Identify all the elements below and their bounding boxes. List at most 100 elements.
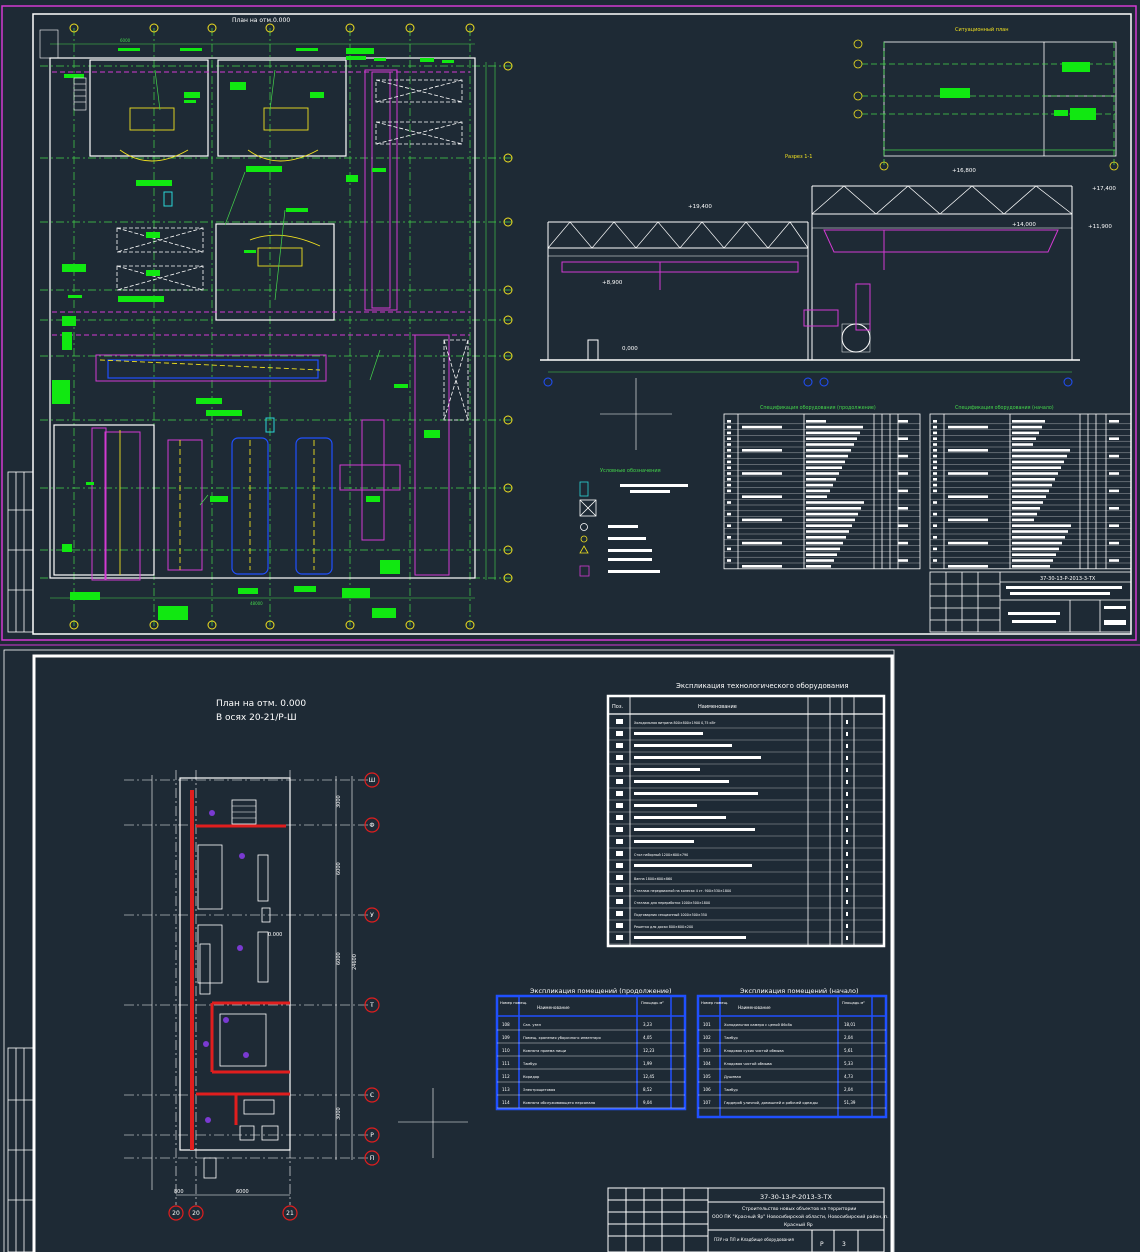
legend-title: Условные обозначения [600,468,661,474]
spec-row-text [806,483,833,487]
equip-row-name: Холодильная витрина 800×800×1900 0,75 кВ… [634,721,716,725]
dim-3000-bottom: 3000 [336,1107,342,1120]
spec-row-marker [727,454,731,458]
dim-800: 800 [174,1189,184,1195]
spec-row-code [742,472,782,475]
cont-header-num: Номер помещ. [500,1001,527,1005]
spec-row-qty [1109,507,1119,510]
plan-grid-lines [40,28,512,626]
plan-axis-bubbles [69,23,513,630]
spec-row-qty [1109,524,1119,527]
spec-row-text [806,460,845,464]
axis-label-20b: 20 [192,1210,200,1217]
dim-6000-bottom: 6000 [236,1189,249,1195]
axis-label-p: П [370,1155,375,1162]
cont-room-name: Помещ. хранения уборочного инвентаря [523,1036,601,1040]
cont-room-area: 12,45 [643,1074,655,1079]
sheet-2-side-stamp [7,1047,35,1252]
spec-row-text [806,547,840,551]
spec-row-code [742,495,782,498]
plan-stairs [39,29,87,111]
spec-row-marker [727,547,731,551]
spec-row-code [948,565,988,568]
spec-row-text [1012,565,1050,568]
cont-room-name: Электрощитовая [523,1088,555,1092]
plan-2-lockers [197,844,279,1141]
plan-yellow-arcs [99,107,321,575]
equip-row-pos-marker [616,827,623,832]
spec-row-text [1012,489,1049,493]
plan-crossed-boxes [116,79,469,421]
spec-row-marker [727,431,731,435]
spec-row-marker [727,489,731,493]
sheet-2: План на отм. 0.000 В осях 20-21/Р-Ш Ш Ф [3,649,895,1252]
start-room-area: 2,04 [844,1035,853,1040]
equip-row-qty [846,720,848,724]
equip-row-qty [846,780,848,784]
equip-row-name: Подтоварник секционный 1000×500×350 [634,913,707,917]
sheet-2-stamp-desc-1: Строительство новых объектов на территор… [742,1206,856,1212]
equip-row-qty [846,816,848,820]
cont-room-name: Сан. узел [523,1023,541,1027]
start-room-area: 5,61 [844,1048,853,1053]
spec-row-text [1012,541,1062,545]
elev-16800: +16,800 [952,168,976,174]
cont-room-area: 1,99 [643,1061,652,1066]
spec-row-marker [727,559,731,562]
elev-8900: +8,900 [602,280,623,286]
spec-row-qty [898,507,908,510]
spec-row-marker [933,547,937,551]
spec-row-qty [898,489,908,493]
start-room-name: Кладовая чистой обмыва [724,1062,772,1066]
spec-row-qty [1109,437,1119,440]
equip-table-frame [606,694,886,948]
cont-room-name: Коридор [523,1075,540,1079]
spec-row-marker [727,449,731,452]
equip-row-pos-marker [616,839,623,844]
equip-row-name-bar [634,768,700,771]
spec-row-text [1012,460,1064,464]
equip-row-qty [846,744,848,748]
spec-row-code [948,449,988,452]
spec-row-text [806,512,858,516]
legend-symbols [579,481,597,577]
spec-row-marker [933,524,937,527]
elev-17400: +17,400 [1092,186,1116,192]
sheet-2-stamp-code: 37-30-13-Р-2013-3-ТХ [760,1193,832,1201]
equip-row-pos-marker [616,731,623,736]
cont-room-name: Комната приема пищи [523,1049,567,1053]
spec-row-text [806,559,834,562]
spec-row-text [1012,437,1036,440]
cont-room-num: 110 [502,1048,510,1053]
plan-2-crosshair [398,1088,468,1158]
start-header-num: Номер помещ. [701,1001,728,1005]
spec-left-title: Спецификация оборудования (продолжение) [760,405,876,411]
sheet-2-stamp-desc-3: Красный Яр [784,1221,813,1228]
sheet-1-stamp-text [1006,586,1126,625]
equip-row-name-bar [634,732,703,735]
equip-row-pos-marker [616,755,623,760]
start-room-name: Гардероб уличной, домашней и рабочей оде… [724,1101,818,1105]
start-header-area: Площадь м² [842,1001,865,1005]
spec-tables [723,413,1132,570]
spec-row-text [806,443,854,446]
section-structure [540,185,1080,450]
plan-2-room-markers [203,810,249,1123]
spec-row-marker [933,420,937,423]
spec-row-text [1012,431,1039,435]
spec-row-marker [727,483,731,487]
spec-row-marker [933,483,937,487]
spec-row-marker [933,460,937,464]
spec-row-text [806,565,831,568]
equip-row-name: Стеллаж передвижной на колесах 4 ст. 900… [634,889,731,893]
spec-row-marker [727,437,731,440]
side-stamp [7,471,34,633]
dim-6000-a: 6000 [336,862,342,875]
spec-row-code [742,425,782,429]
spec-right-title: Спецификация оборудования (начало) [955,405,1054,411]
start-room-area: 18,01 [844,1022,856,1027]
cont-room-area: 12,23 [643,1048,655,1053]
sheet-2-stamp-sheet-label: Р [820,1241,824,1248]
